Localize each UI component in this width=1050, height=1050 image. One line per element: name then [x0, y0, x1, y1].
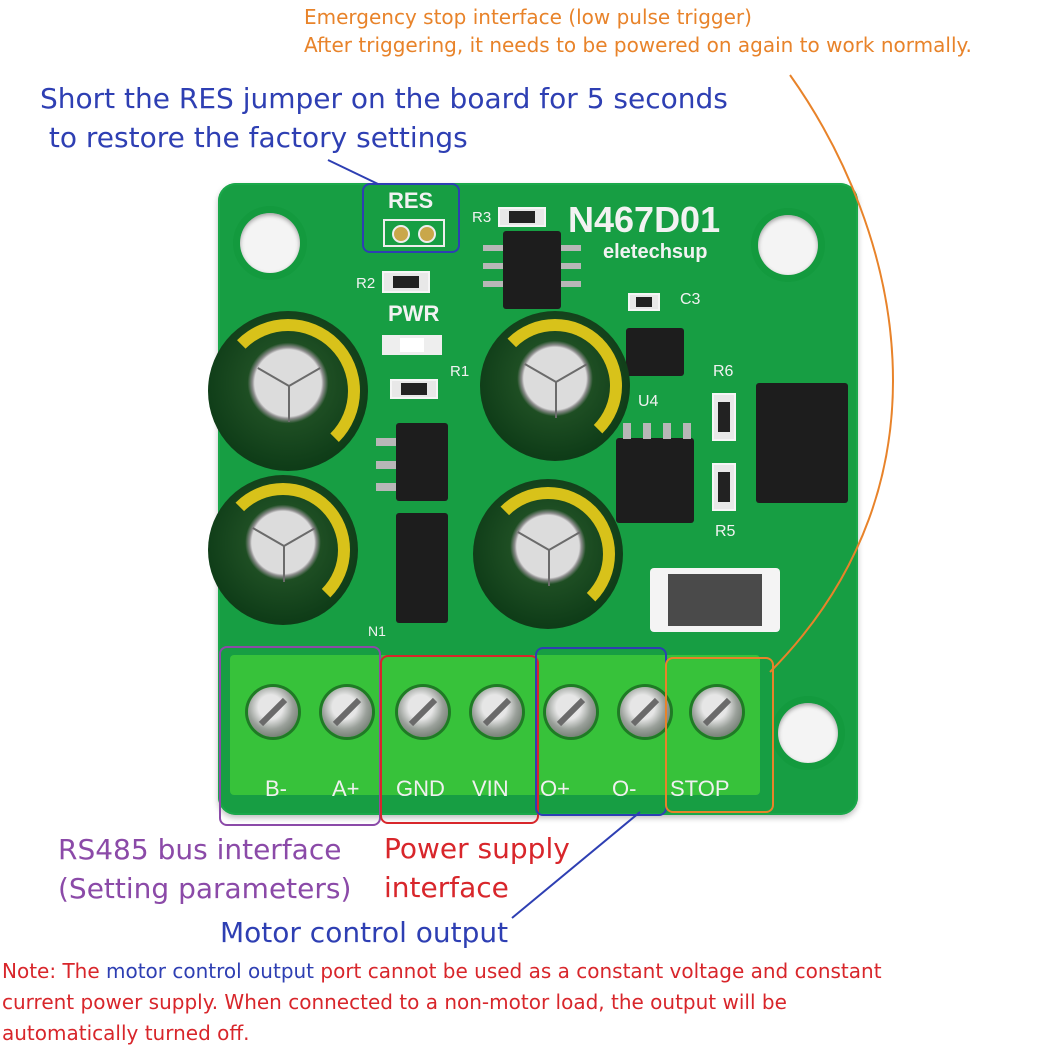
- model-silkscreen: N467D01: [568, 199, 721, 240]
- power-annotation: Power supply interface: [384, 832, 570, 904]
- emergency-annotation: Emergency stop interface (low pulse trig…: [304, 5, 972, 57]
- terminal-label-gnd: GND: [396, 776, 445, 801]
- ic-chip-u4: [616, 438, 694, 523]
- screw-terminal[interactable]: [546, 687, 596, 737]
- screw-terminal[interactable]: [398, 687, 448, 737]
- r2-label: R2: [356, 275, 376, 292]
- resistor-r6: [712, 393, 736, 441]
- emergency-line-1: Emergency stop interface (low pulse trig…: [304, 5, 752, 29]
- power-line-2: interface: [384, 871, 509, 905]
- ic-chip-small: [626, 328, 684, 376]
- r3-label: R3: [472, 209, 492, 226]
- rs485-annotation: RS485 bus interface (Setting parameters): [58, 833, 351, 905]
- n1-label: N1: [368, 623, 386, 639]
- terminal-label-b-minus: B-: [265, 776, 287, 801]
- note-line-3: automatically turned off.: [2, 1021, 250, 1045]
- resistor-r1: [390, 379, 438, 399]
- r5-label: R5: [715, 523, 736, 540]
- screw-terminal[interactable]: [322, 687, 372, 737]
- note-text: Note: The motor control output port cann…: [2, 956, 882, 1049]
- terminal-block: [230, 655, 760, 795]
- mounting-hole: [758, 215, 818, 275]
- electrolytic-capacitor: [473, 479, 623, 629]
- r6-label: R6: [713, 363, 734, 380]
- stop-highlight-box: [665, 657, 774, 813]
- pwr-led: [382, 335, 442, 355]
- screw-terminal[interactable]: [472, 687, 522, 737]
- resistor-r3: [498, 207, 546, 227]
- capacitor-c3: [628, 293, 660, 311]
- electrolytic-capacitor: [208, 475, 358, 625]
- r1-label: R1: [450, 363, 470, 380]
- brand-silkscreen: eletechsup: [603, 241, 708, 263]
- rs485-line-1: RS485 bus interface: [58, 833, 342, 866]
- mounting-hole: [778, 703, 838, 763]
- motor-annotation: Motor control output: [220, 916, 509, 949]
- transistor: [396, 423, 448, 501]
- u4-label: U4: [638, 393, 659, 410]
- ic-chip: [503, 231, 561, 309]
- note-line-2: current power supply. When connected to …: [2, 990, 787, 1014]
- res-line-2: to restore the factory settings: [40, 121, 468, 155]
- screw-terminal[interactable]: [620, 687, 670, 737]
- optocoupler: [756, 383, 848, 503]
- terminal-label-vin: VIN: [472, 776, 509, 801]
- res-silkscreen: RES: [388, 188, 434, 213]
- terminal-label-stop: STOP: [670, 776, 730, 801]
- electrolytic-capacitor: [208, 311, 368, 471]
- terminal-label-o-minus: O-: [612, 776, 637, 801]
- res-jumper: [383, 219, 445, 247]
- emergency-line-2: After triggering, it needs to be powered…: [304, 32, 972, 57]
- resistor-r2: [382, 271, 430, 293]
- pwr-silkscreen: PWR: [388, 301, 440, 326]
- screw-terminal[interactable]: [248, 687, 298, 737]
- rs485-line-2: (Setting parameters): [58, 872, 352, 906]
- mounting-hole: [240, 213, 300, 273]
- power-line-1: Power supply: [384, 832, 570, 865]
- terminal-label-a-plus: A+: [332, 776, 360, 801]
- electrolytic-capacitor: [480, 311, 630, 461]
- diode-n1: [396, 513, 448, 623]
- power-highlight-box: [380, 655, 539, 824]
- note-part-3: port cannot be used as a constant voltag…: [314, 959, 882, 983]
- screw-terminal[interactable]: [692, 687, 742, 737]
- shunt-resistor: [650, 568, 780, 632]
- res-line-1: Short the RES jumper on the board for 5 …: [40, 82, 728, 115]
- note-part-2: motor control output: [106, 959, 315, 983]
- resistor-r5: [712, 463, 736, 511]
- res-highlight-box: [362, 183, 460, 253]
- res-annotation: Short the RES jumper on the board for 5 …: [40, 82, 728, 154]
- terminal-label-o-plus: O+: [540, 776, 570, 801]
- note-part-1: Note: The: [2, 959, 106, 983]
- c3-label: C3: [680, 291, 701, 308]
